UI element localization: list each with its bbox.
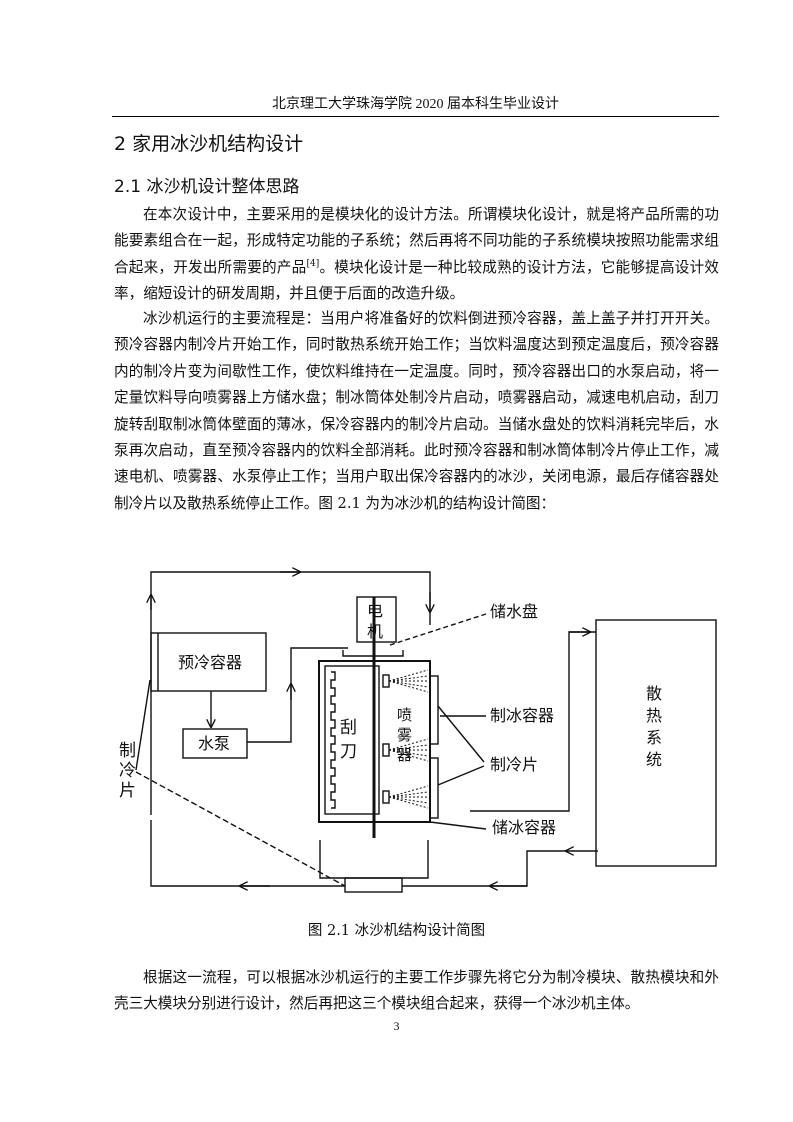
cooling-chip-left-label-1: 制	[119, 741, 136, 761]
storage-label: 储冰容器	[492, 818, 556, 837]
figure-diagram: 电 机 预冷容器 水泵 刮 刀 喷 雾 器 储水盘 制冰容器 制冷片 储冰容器 …	[110, 555, 730, 915]
cooling-chip-upper	[429, 675, 439, 745]
radiator-label-4: 统	[646, 750, 662, 769]
paragraph-1: 在本次设计中，主要采用的是模块化的设计方法。所谓模块化设计，就是将产品所需的功能…	[114, 202, 719, 308]
motor	[356, 596, 397, 643]
cooling-chip-lower	[429, 757, 439, 819]
precool-container	[150, 632, 267, 692]
cooling-chip-left-label-3: 片	[119, 781, 136, 801]
ice-container-label: 制冰容器	[490, 706, 554, 725]
precool-label: 预冷容器	[178, 653, 242, 672]
section-title: 2.1 冰沙机设计整体思路	[114, 177, 300, 197]
cooling-chip-label: 制冷片	[490, 755, 538, 774]
citation-ref: [4]	[306, 258, 320, 269]
cooling-chip-left-label-2: 冷	[119, 761, 136, 781]
sprayer-label-2: 雾	[397, 726, 412, 744]
water-pump	[182, 728, 248, 759]
water-tray-label: 储水盘	[490, 602, 538, 621]
sprayer-label-3: 器	[397, 746, 412, 764]
chapter-title: 2 家用冰沙机结构设计	[114, 133, 304, 155]
storage-cooling-chip	[344, 877, 403, 893]
pump-label: 水泵	[198, 734, 230, 753]
page-number: 3	[393, 1019, 400, 1033]
motor-label-1: 电	[367, 601, 383, 620]
storage-container	[319, 840, 429, 879]
radiator-label-2: 热	[646, 706, 662, 725]
motor-label-2: 机	[367, 622, 383, 641]
scraper-label-2: 刀	[340, 742, 357, 762]
bottom-flow-line	[150, 820, 345, 887]
paragraph-3: 根据这一流程，可以根据冰沙机运行的主要工作步骤先将它分为制冷模块、散热模块和外壳…	[114, 969, 719, 1013]
scraper-label-1: 刮	[340, 718, 357, 738]
figure-caption: 图 2.1 冰沙机结构设计简图	[307, 923, 486, 939]
paragraph-2: 冰沙机运行的主要流程是：当用户将准备好的饮料倒进预冷容器，盖上盖子并打开开关。预…	[114, 310, 719, 512]
radiator-system	[595, 619, 717, 867]
radiator-label-1: 散	[646, 684, 662, 703]
paragraph-1-text-b: 。模块化设计是一种比较成熟的设计方法，它能够提高设计效率，缩短设计的研发周期，并…	[114, 258, 719, 303]
structure-diagram: 电 机 预冷容器 水泵 刮 刀 喷 雾 器 储水盘 制冰容器 制冷片 储冰容器 …	[119, 555, 717, 893]
sprayer-label-1: 喷	[397, 706, 412, 724]
paragraph-1-text-a: 在本次设计中，主要采用的是模块化的设计方法。所谓模块化设计，就是将产品所需的功能…	[114, 206, 719, 276]
radiator-label-3: 系	[646, 728, 662, 747]
header-rule	[112, 116, 719, 117]
page-header: 北京理工大学珠海学院 2020 届本科生毕业设计	[272, 97, 559, 112]
